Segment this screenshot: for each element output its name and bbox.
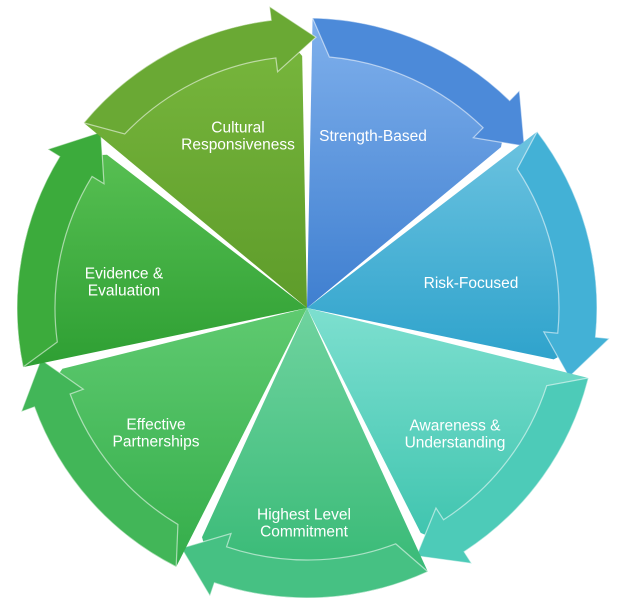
labels-layer: Strength-Based Risk-Focused Awareness &U… [85, 120, 519, 541]
segment-wedge [202, 308, 428, 598]
arrow-band [311, 17, 526, 147]
arrow-band [415, 377, 590, 565]
segment-wedge [307, 131, 597, 360]
label-strength-based: Strength-Based [319, 128, 427, 145]
segment-risk-focused [307, 130, 611, 378]
segment-evidence-evaluation [16, 131, 308, 369]
segment-effective-partnerships [20, 308, 307, 568]
segment-cultural-responsiveness [82, 5, 317, 309]
segment-strength-based [307, 17, 526, 309]
arrow-band [16, 131, 105, 369]
segment-wedge [17, 154, 308, 368]
label-risk-focused: Risk-Focused [424, 275, 519, 292]
segment-highest-level-commitment [180, 308, 429, 599]
arrow-band [516, 130, 611, 378]
label-awareness-understanding: Awareness &Understanding [405, 418, 506, 452]
label-evidence-evaluation: Evidence &Evaluation [85, 266, 164, 300]
arrow-band [82, 5, 317, 135]
segments-layer [16, 5, 611, 599]
segment-awareness-understanding [307, 308, 590, 565]
arrow-band [180, 532, 429, 599]
arrow-band [20, 358, 179, 568]
